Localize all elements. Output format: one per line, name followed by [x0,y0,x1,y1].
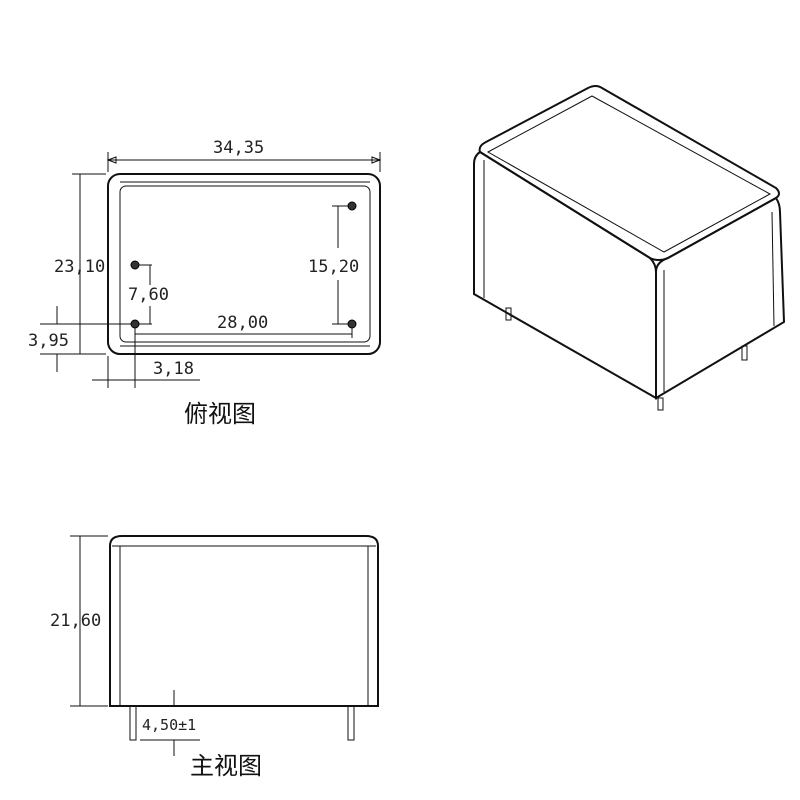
isometric-view [473,85,786,411]
dim-pin-pitch-short-label: 7,60 [128,285,169,305]
dimension-pin-pitch-long: 28,00 [134,313,353,338]
pin-bottom-left [130,319,140,329]
iso-pin-1 [505,307,512,321]
iso-top-face-inner [486,95,772,253]
dimension-edge-offset-y: 3,95 [28,306,131,372]
dimension-pin-length: 4,50±1 [140,690,200,756]
iso-pin-3 [741,345,748,361]
dimension-height: 21,60 [50,535,108,707]
dim-edge-offset-x-label: 3,18 [153,359,194,379]
dim-pin-length-label: 4,50±1 [142,716,196,734]
iso-right-back-edge [771,211,775,327]
dimension-pin-pitch-short: 7,60 [128,264,169,325]
dim-pin-span-right-label: 15,20 [308,257,359,277]
front-view-outline [109,535,379,707]
dim-edge-offset-y-label: 3,95 [28,331,69,351]
top-view-caption: 俯视图 [184,400,256,428]
front-view-caption: 主视图 [190,752,262,780]
pin-top-right [347,201,357,211]
dim-overall-width-label: 23,10 [54,257,105,277]
front-view: 21,60 4,50±1 主视图 [50,535,379,780]
front-pin-left [129,705,137,741]
front-pin-right [347,705,355,741]
top-view: 34,35 23,10 7,60 28,00 [28,138,382,428]
dim-pin-pitch-long-label: 28,00 [217,313,268,333]
iso-right-face [655,196,786,400]
top-view-outer-outline [107,173,381,355]
dimension-edge-offset-x: 3,18 [92,328,200,388]
dim-height-label: 21,60 [50,611,101,631]
iso-left-face [473,150,657,400]
dimension-overall-length: 34,35 [106,138,382,172]
top-view-inner-outline [119,185,371,343]
dimension-overall-width: 23,10 [54,173,106,355]
pin-top-left [130,260,140,270]
pin-bottom-right [347,319,357,329]
dimension-pin-span-right: 15,20 [308,205,359,325]
iso-pin-2 [657,397,664,411]
dim-overall-length-label: 34,35 [213,138,264,158]
iso-top-face [478,85,780,261]
